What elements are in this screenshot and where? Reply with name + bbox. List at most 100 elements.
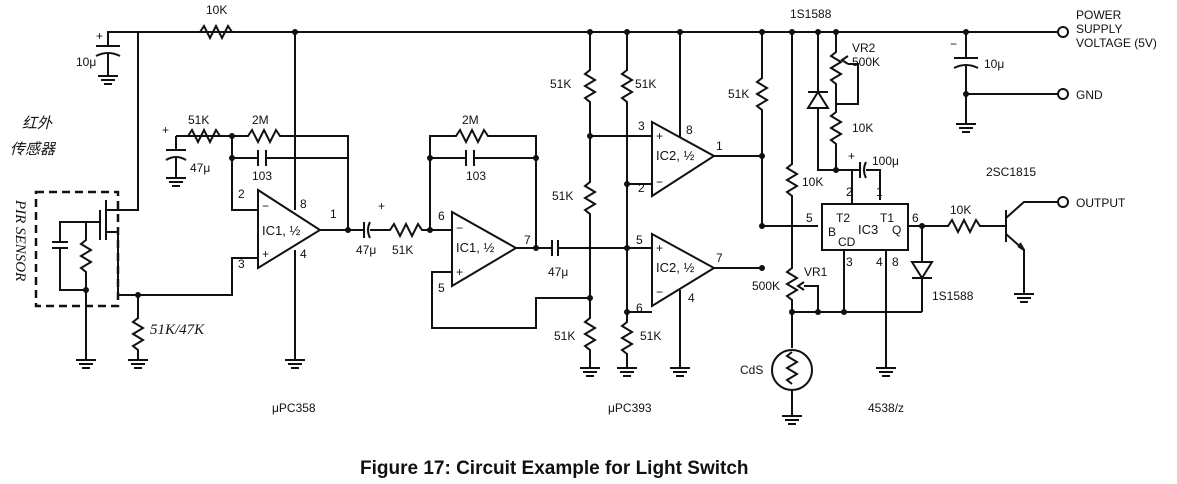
svg-text:+: +: [378, 199, 385, 213]
svg-text:−: −: [456, 221, 463, 235]
part-358-label: μPC358: [272, 401, 316, 415]
svg-text:5: 5: [806, 211, 813, 225]
svg-text:7: 7: [716, 251, 723, 265]
svg-text:7: 7: [524, 233, 531, 247]
r51k-d-label: 51K: [728, 87, 749, 101]
ic2a-comparator: IC2, ½ + − 3 2 8 1: [638, 32, 762, 198]
svg-text:Q: Q: [892, 223, 901, 237]
ic3-label: IC3: [858, 222, 878, 237]
svg-text:2: 2: [238, 187, 245, 201]
c-in-label: 10μ: [76, 55, 96, 69]
power-label-1: POWER: [1076, 8, 1122, 22]
c47c-label: 47μ: [548, 265, 568, 279]
svg-text:3: 3: [846, 255, 853, 269]
svg-text:−: −: [656, 175, 663, 189]
svg-text:+: +: [96, 29, 103, 43]
svg-text:+: +: [848, 149, 855, 163]
c100-label: 100μ: [872, 154, 899, 168]
power-supply-terminal: POWER SUPPLY VOLTAGE (5V): [1057, 8, 1157, 50]
svg-text:8: 8: [300, 197, 307, 211]
r2m-b-label: 2M: [462, 113, 479, 127]
coupling-network-1: + 47μ 51K: [356, 199, 452, 257]
r10k-c-label: 10K: [802, 175, 823, 189]
svg-text:+: +: [162, 123, 169, 137]
c103a-label: 103: [252, 169, 272, 183]
ic1b-amplifier: IC1, ½ − + 6 5 7 103 2M: [427, 113, 590, 329]
r10k-b-label: 10K: [852, 121, 873, 135]
output-label: OUTPUT: [1076, 196, 1126, 210]
svg-text:+: +: [456, 265, 463, 279]
svg-text:4: 4: [876, 255, 883, 269]
part-4538-label: 4538/z: [868, 401, 904, 415]
divider-right: 51K 51K μPC393: [608, 32, 661, 415]
r51k-c2-label: 51K: [552, 189, 573, 203]
resistor-10k-top: 10K: [199, 3, 233, 41]
svg-text:5: 5: [438, 281, 445, 295]
divider-left: 51K 51K 51K: [550, 32, 652, 377]
comparator-pullup: 51K: [728, 32, 818, 271]
pir-sensor: 红外 传感器 PIR SENSOR 51K/47K: [10, 115, 205, 369]
svg-text:CD: CD: [838, 235, 856, 249]
ic1a-amplifier: IC1, ½ − + 2 3 1 8 4 μPC358 + 47μ 51K 2M…: [138, 32, 364, 415]
power-label-2: SUPPLY: [1076, 22, 1122, 36]
svg-text:−: −: [656, 285, 663, 299]
ic2b-label: IC2, ½: [656, 260, 694, 275]
svg-text:4: 4: [688, 291, 695, 305]
svg-text:2: 2: [846, 185, 853, 199]
svg-text:5: 5: [636, 233, 643, 247]
svg-text:6: 6: [438, 209, 445, 223]
light-sensor-divider: 10K VR1 500K CdS: [740, 32, 922, 425]
svg-text:8: 8: [686, 123, 693, 137]
r-top-label: 10K: [206, 3, 227, 17]
gnd-label: GND: [1076, 88, 1103, 102]
vr2-label: VR2: [852, 41, 876, 55]
transistor-label: 2SC1815: [986, 165, 1036, 179]
input-capacitor-10u: + 10μ: [76, 29, 138, 85]
vr1-label: VR1: [804, 265, 828, 279]
r2m-a-label: 2M: [252, 113, 269, 127]
r10k-out-label: 10K: [950, 203, 971, 217]
ic1b-label: IC1, ½: [456, 240, 494, 255]
pir-label: PIR SENSOR: [12, 199, 28, 281]
r51k-c5-label: 51K: [640, 329, 661, 343]
svg-text:1: 1: [716, 139, 723, 153]
d-out-label: 1S1588: [932, 289, 974, 303]
svg-text:6: 6: [912, 211, 919, 225]
output-stage: 10K 1S1588 2SC1815 OUTPUT: [908, 165, 1126, 312]
cds-label: CdS: [740, 363, 763, 377]
svg-text:T1: T1: [880, 211, 894, 225]
c10u-right-label: 10μ: [984, 57, 1004, 71]
ic3-monostable: T2 T1 B CD IC3 Q 5 6 3 4 8 4538/z: [806, 203, 919, 415]
ic2a-label: IC2, ½: [656, 148, 694, 163]
sensor-cn-line2: 传感器: [10, 141, 57, 158]
svg-text:T2: T2: [836, 211, 850, 225]
figure-caption: Figure 17: Circuit Example for Light Swi…: [360, 458, 749, 479]
svg-text:+: +: [656, 129, 663, 143]
right-bypass-capacitor: − 10μ GND: [950, 32, 1103, 133]
svg-text:−: −: [950, 37, 957, 51]
ic1a-label: IC1, ½: [262, 223, 300, 238]
power-label-3: VOLTAGE (5V): [1076, 36, 1157, 50]
r51k-c3-label: 51K: [554, 329, 575, 343]
r51k-c1-label: 51K: [550, 77, 571, 91]
sensor-cn-line1: 红外: [22, 115, 53, 132]
r51k-a-label: 51K: [188, 113, 209, 127]
coupling-network-2: 47μ: [548, 240, 652, 279]
svg-text:3: 3: [638, 119, 645, 133]
svg-text:3: 3: [238, 257, 245, 271]
r51k-c4-label: 51K: [635, 77, 656, 91]
c47b-label: 47μ: [356, 243, 376, 257]
r51k-b-label: 51K: [392, 243, 413, 257]
load-resistor-label: 51K/47K: [150, 322, 205, 338]
d-top-label: 1S1588: [790, 7, 832, 21]
svg-text:2: 2: [638, 181, 645, 195]
svg-text:1: 1: [876, 185, 883, 199]
c47a-label: 47μ: [190, 161, 210, 175]
svg-text:B: B: [828, 225, 836, 239]
svg-text:+: +: [656, 241, 663, 255]
part-393-label: μPC393: [608, 401, 652, 415]
vr1-value: 500K: [752, 279, 780, 293]
svg-text:1: 1: [330, 207, 337, 221]
ic2b-comparator: IC2, ½ + − 5 6 7 4: [636, 232, 762, 377]
svg-text:4: 4: [300, 247, 307, 261]
